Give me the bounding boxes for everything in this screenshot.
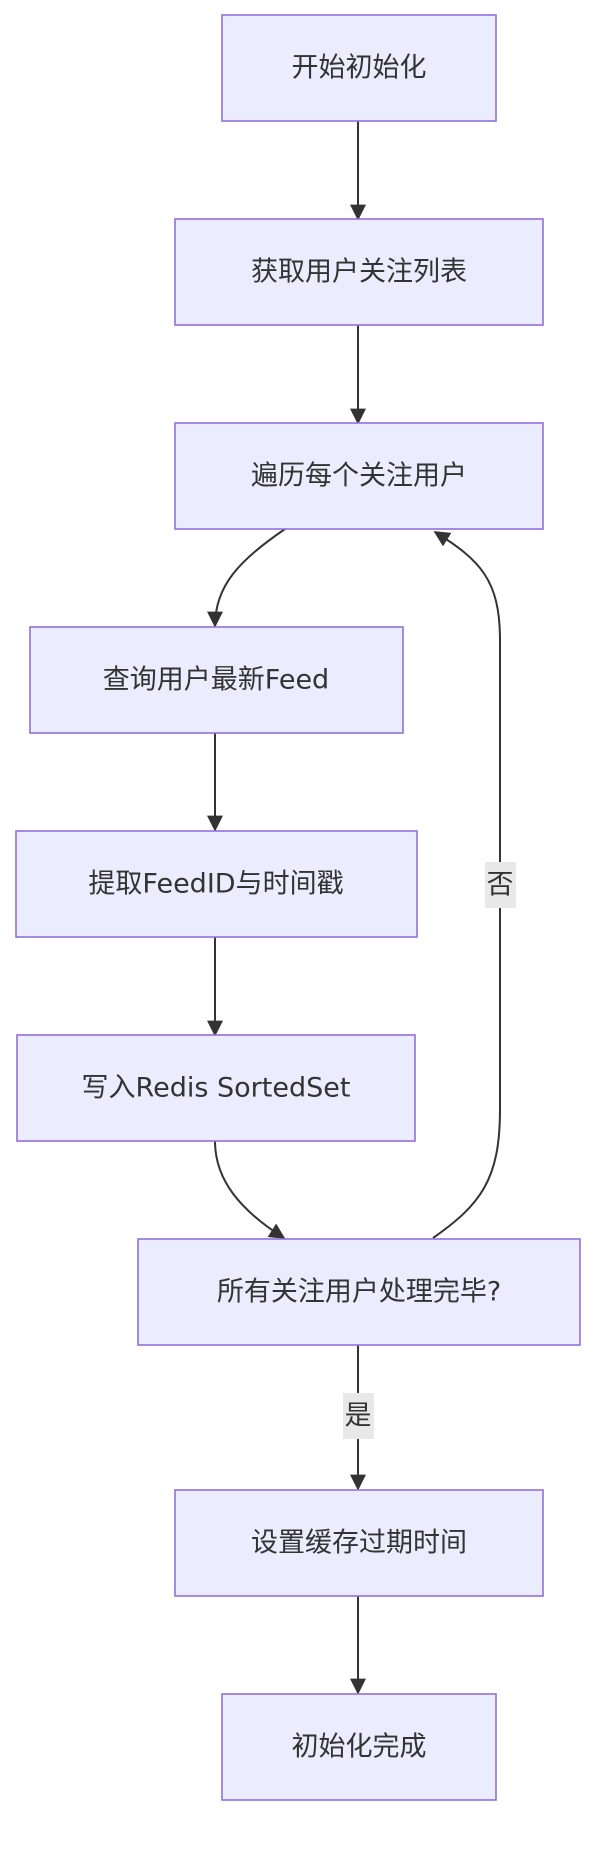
node-extract-feed-id: 提取FeedID与时间戳 <box>15 830 418 938</box>
node-get-follow-list: 获取用户关注列表 <box>174 218 544 326</box>
node-iterate-followings-label: 遍历每个关注用户 <box>251 461 467 492</box>
node-start: 开始初始化 <box>221 14 497 122</box>
node-finish: 初始化完成 <box>221 1693 497 1801</box>
node-set-expire: 设置缓存过期时间 <box>174 1489 544 1597</box>
node-set-expire-label: 设置缓存过期时间 <box>251 1528 467 1559</box>
node-iterate-followings: 遍历每个关注用户 <box>174 422 544 530</box>
node-query-latest-feed: 查询用户最新Feed <box>29 626 404 734</box>
node-extract-feed-id-label: 提取FeedID与时间戳 <box>88 869 343 900</box>
node-write-redis: 写入Redis SortedSet <box>16 1034 416 1142</box>
node-all-done-check: 所有关注用户处理完毕? <box>137 1238 581 1346</box>
node-start-label: 开始初始化 <box>292 53 427 84</box>
edge-iterate-to-query-feed <box>207 528 286 628</box>
node-query-latest-feed-label: 查询用户最新Feed <box>103 665 329 696</box>
edge-label-no-text: 否 <box>487 870 514 901</box>
edge-check-back-to-iterate-no <box>432 531 501 1239</box>
edge-write-redis-to-check <box>214 1140 286 1239</box>
node-get-follow-list-label: 获取用户关注列表 <box>251 257 467 288</box>
node-finish-label: 初始化完成 <box>292 1732 427 1763</box>
node-write-redis-label: 写入Redis SortedSet <box>82 1073 351 1104</box>
edge-label-no: 否 <box>485 862 516 908</box>
edge-label-yes: 是 <box>343 1393 374 1439</box>
edge-label-yes-text: 是 <box>345 1401 372 1432</box>
edges <box>207 121 501 1695</box>
node-all-done-check-label: 所有关注用户处理完毕? <box>217 1277 501 1308</box>
